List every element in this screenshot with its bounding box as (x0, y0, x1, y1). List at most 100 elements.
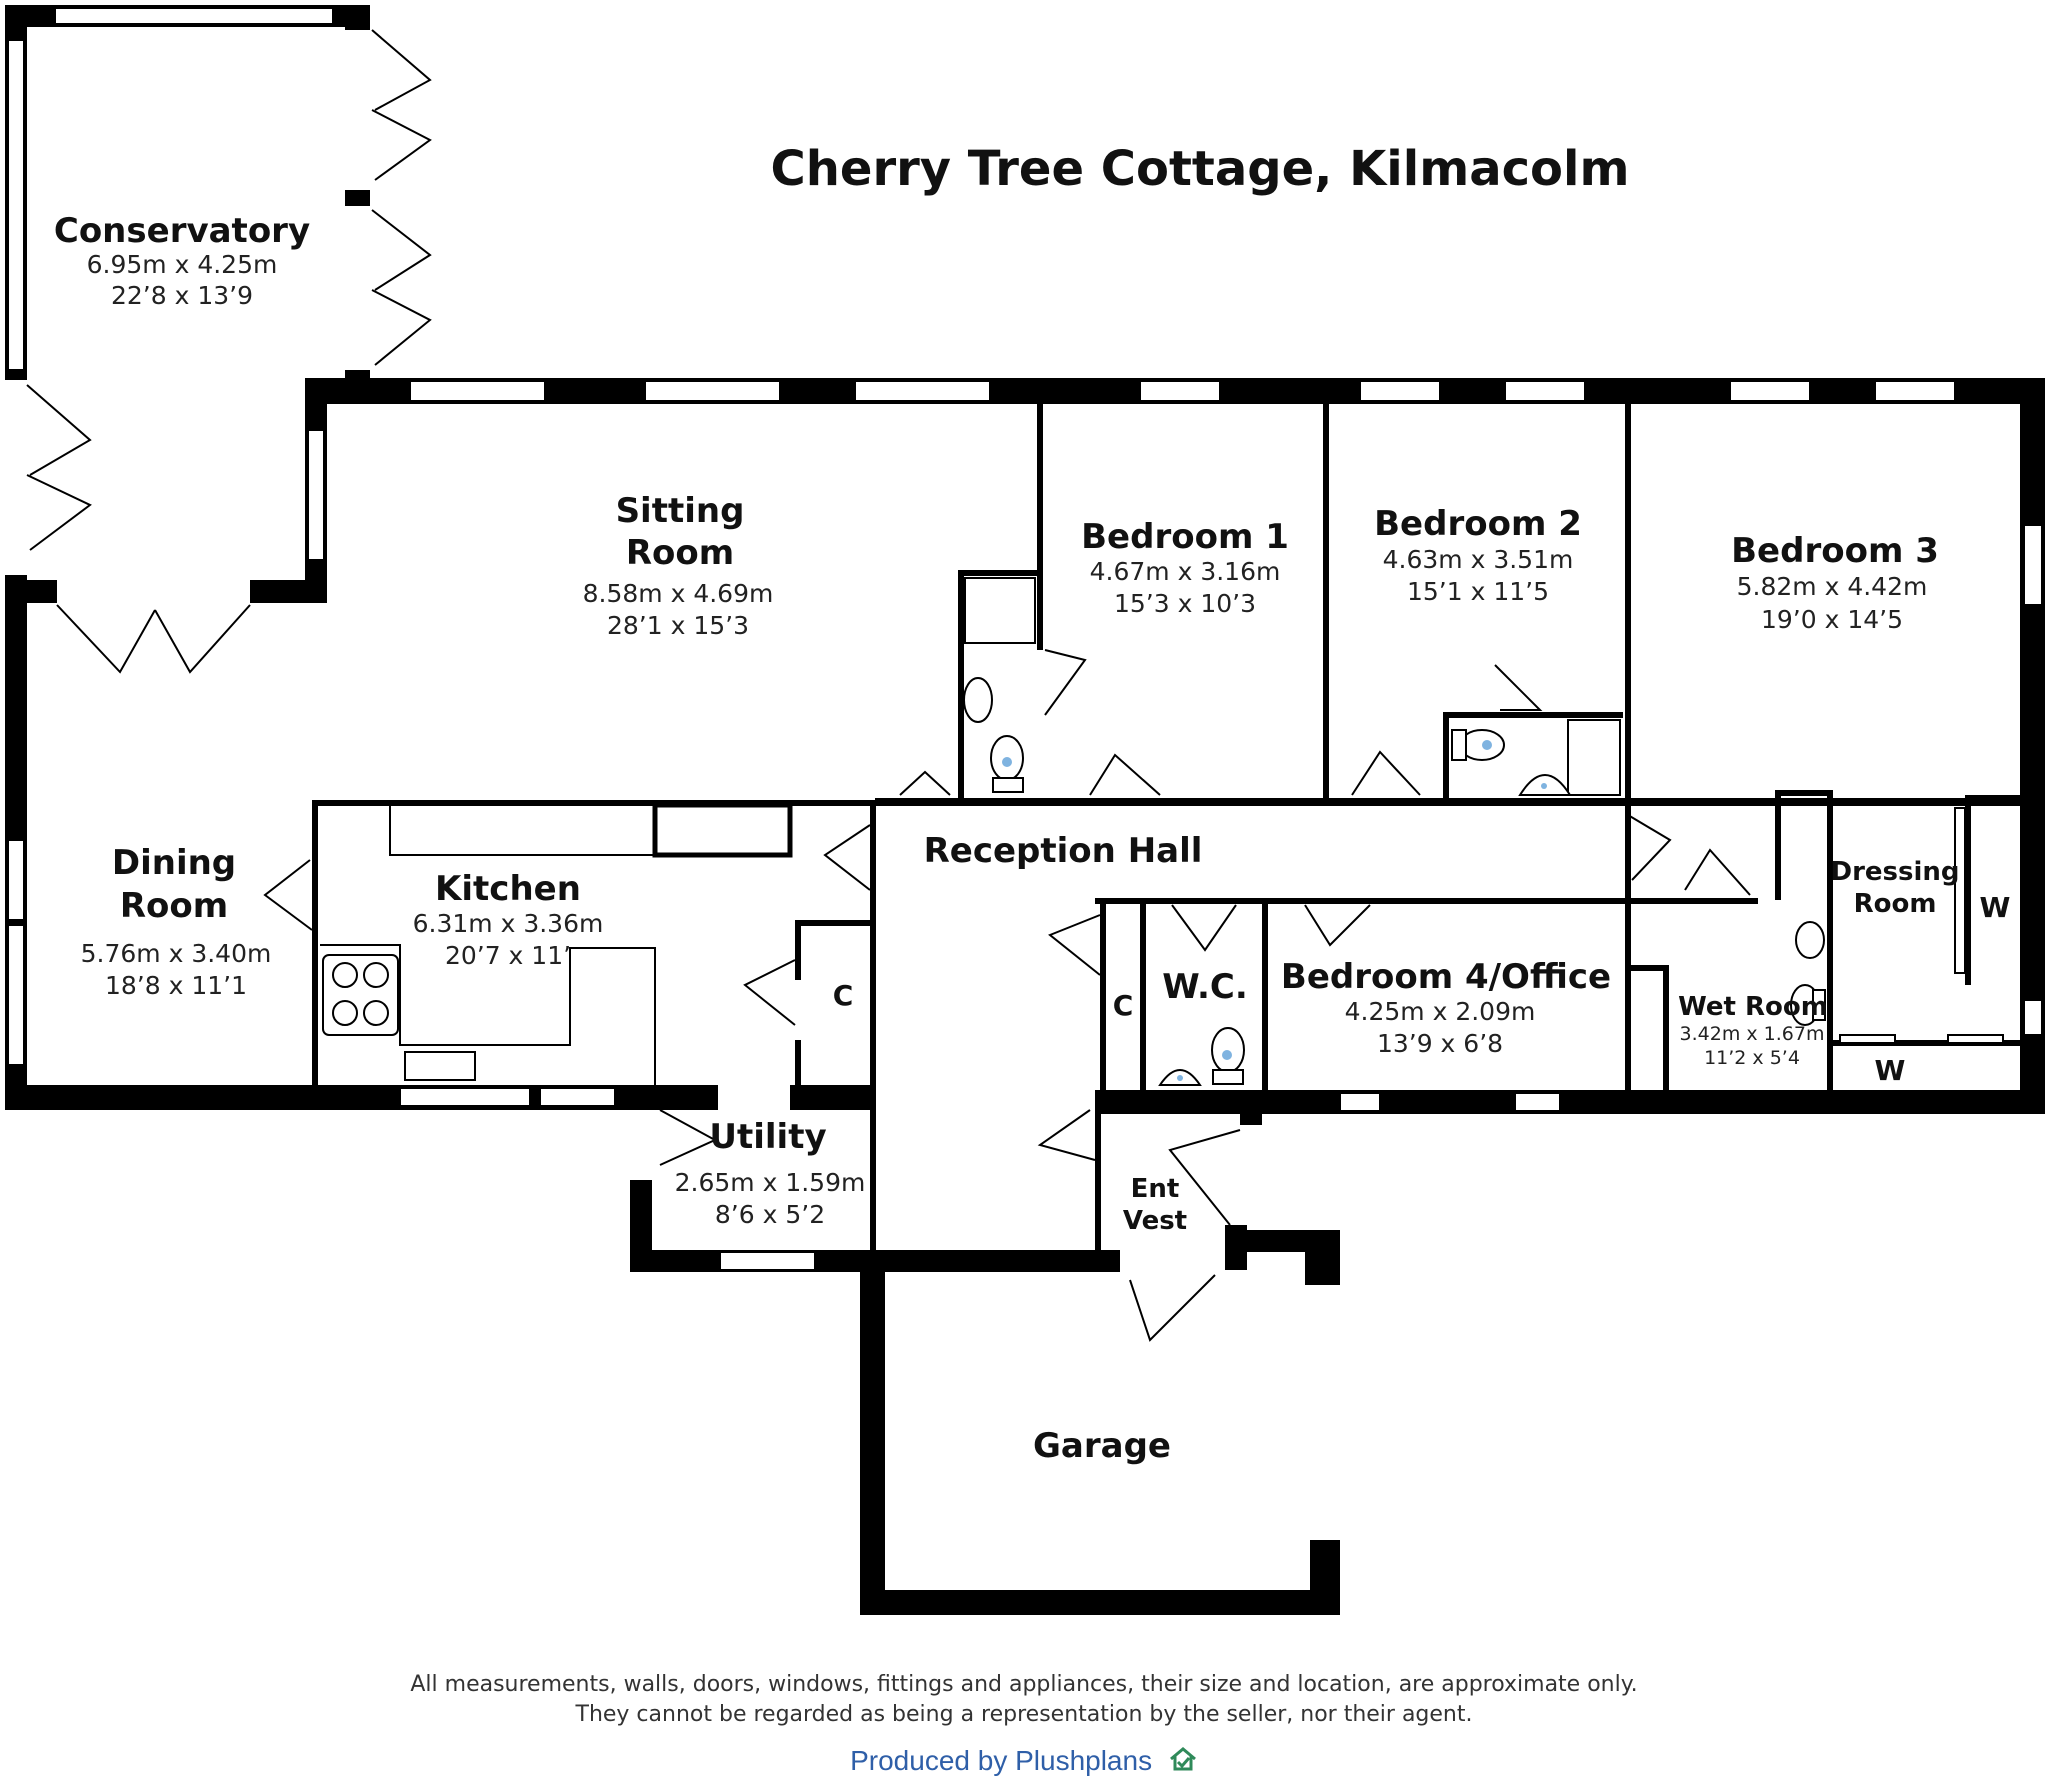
room-name: Room (1854, 889, 1937, 919)
door (1129, 1274, 1216, 1342)
window (7, 839, 25, 921)
room-dim-imperial: 15’3 x 10’3 (1114, 589, 1256, 618)
door (1048, 914, 1101, 976)
window (399, 1087, 531, 1107)
wardrobe-label: W (1980, 891, 2011, 924)
entvest-right-post (1240, 1090, 1262, 1125)
fixture-water (1002, 740, 1547, 1081)
toilet (1211, 1027, 1245, 1073)
kitchen-cupboard-wall (795, 920, 801, 980)
garage-bottom-wall (860, 1590, 1340, 1615)
walls (5, 5, 2045, 1615)
produced-by: Produced by Plushplans (0, 1745, 2048, 1779)
door (823, 824, 871, 891)
window (1504, 380, 1586, 402)
washbasin (963, 677, 993, 723)
hob-ring (363, 1000, 389, 1026)
sitting-bed1-wall (1037, 400, 1043, 650)
south-wall-mid (790, 1085, 875, 1110)
room-dim-metric: 4.25m x 2.09m (1345, 997, 1536, 1026)
conservatory-right-post (345, 5, 370, 30)
room-name: Wet Room (1678, 992, 1828, 1022)
garage-right-post (1310, 1540, 1340, 1615)
bay-left-wall (5, 580, 57, 603)
door (1684, 848, 1751, 896)
entvest-post (1305, 1245, 1340, 1285)
entvest-wall (1095, 1090, 1101, 1250)
toilet-cistern (1212, 1069, 1244, 1085)
window (7, 39, 25, 371)
windows (7, 7, 2043, 1271)
room-dim-metric: 5.82m x 4.42m (1737, 572, 1928, 601)
french-door (56, 604, 251, 674)
door (1044, 649, 1087, 716)
ensuite2-wall (1443, 712, 1449, 802)
sink (404, 1051, 476, 1081)
hall-kitchen-wall (870, 800, 876, 1250)
bifold-door (371, 29, 432, 181)
window (539, 1087, 616, 1107)
room-name: Bedroom 3 (1731, 531, 1939, 571)
room-dim-imperial: 28’1 x 15’3 (607, 611, 749, 640)
conservatory-right-post (345, 190, 370, 206)
room-name: Sitting (616, 491, 745, 531)
shower-tray (1567, 719, 1621, 796)
drain (1002, 757, 1012, 767)
wardrobe-label: W (1875, 1054, 1906, 1087)
plan-title: Cherry Tree Cottage, Kilmacolm (770, 141, 1629, 197)
hob-ring (332, 1000, 358, 1026)
kitchen-cupboard-wall (795, 920, 875, 926)
wardrobe-door (1839, 1034, 1896, 1044)
disclaimer-line-2: They cannot be regarded as being a repre… (575, 1702, 1473, 1727)
room-dim-imperial: 18’8 x 11’1 (105, 971, 247, 1000)
drain (1177, 1075, 1183, 1081)
toilet-cistern (1812, 989, 1826, 1021)
room-name: Room (120, 886, 228, 926)
dressing-wall (1827, 790, 1833, 1090)
window (1514, 1092, 1561, 1112)
room-name: Utility (709, 1117, 826, 1157)
wetroom-left-wall (1663, 965, 1669, 1095)
dressing-wall (1775, 790, 1781, 900)
window (7, 924, 25, 1066)
window (409, 380, 546, 402)
door (899, 770, 951, 796)
cupboard-label: C (1113, 989, 1134, 1022)
room-dim-imperial: 20’7 x 11’ (445, 941, 571, 970)
house-right-wall (2020, 378, 2045, 1114)
wetroom-left-wall (1628, 965, 1663, 971)
room-dim-metric: 6.95m x 4.25m (87, 250, 278, 279)
toilet-cistern (1451, 729, 1467, 761)
room-name: Dressing (1830, 857, 1959, 887)
bifold-door (26, 384, 92, 551)
room-name: Kitchen (435, 869, 581, 909)
disclaimer-line-1: All measurements, walls, doors, windows,… (410, 1672, 1638, 1697)
room-name: Room (626, 533, 734, 573)
dressing-wardrobe (1965, 795, 1971, 985)
room-dim-metric: 4.67m x 3.16m (1090, 557, 1281, 586)
kitchen-top-wall (315, 800, 875, 806)
bed1-bed2-wall (1323, 400, 1329, 800)
bifold-door (371, 209, 432, 366)
door (1627, 814, 1672, 881)
utility-left-wall (630, 1180, 652, 1270)
cupboard-label: C (833, 979, 854, 1012)
room-name: Dining (112, 843, 236, 883)
window (1874, 380, 1956, 402)
produced-by-text: Produced by Plushplans (850, 1745, 1153, 1776)
room-dim-imperial: 15’1 x 11’5 (1407, 577, 1549, 606)
room-dim-metric: 6.31m x 3.36m (413, 909, 604, 938)
window (1139, 380, 1221, 402)
door (1351, 750, 1421, 796)
room-dim-metric: 4.63m x 3.51m (1383, 545, 1574, 574)
room-name: Garage (1033, 1426, 1171, 1466)
room-name: Conservatory (54, 211, 310, 251)
door (659, 1109, 718, 1166)
door (1304, 904, 1371, 947)
room-name: Vest (1123, 1206, 1187, 1236)
room-name: Reception Hall (924, 831, 1203, 871)
kitchen-counter (320, 944, 656, 1085)
fixtures (320, 577, 2004, 1086)
plushplans-house-icon (1168, 1746, 1198, 1779)
room-dim-imperial: 11’2 x 5’4 (1704, 1047, 1800, 1069)
